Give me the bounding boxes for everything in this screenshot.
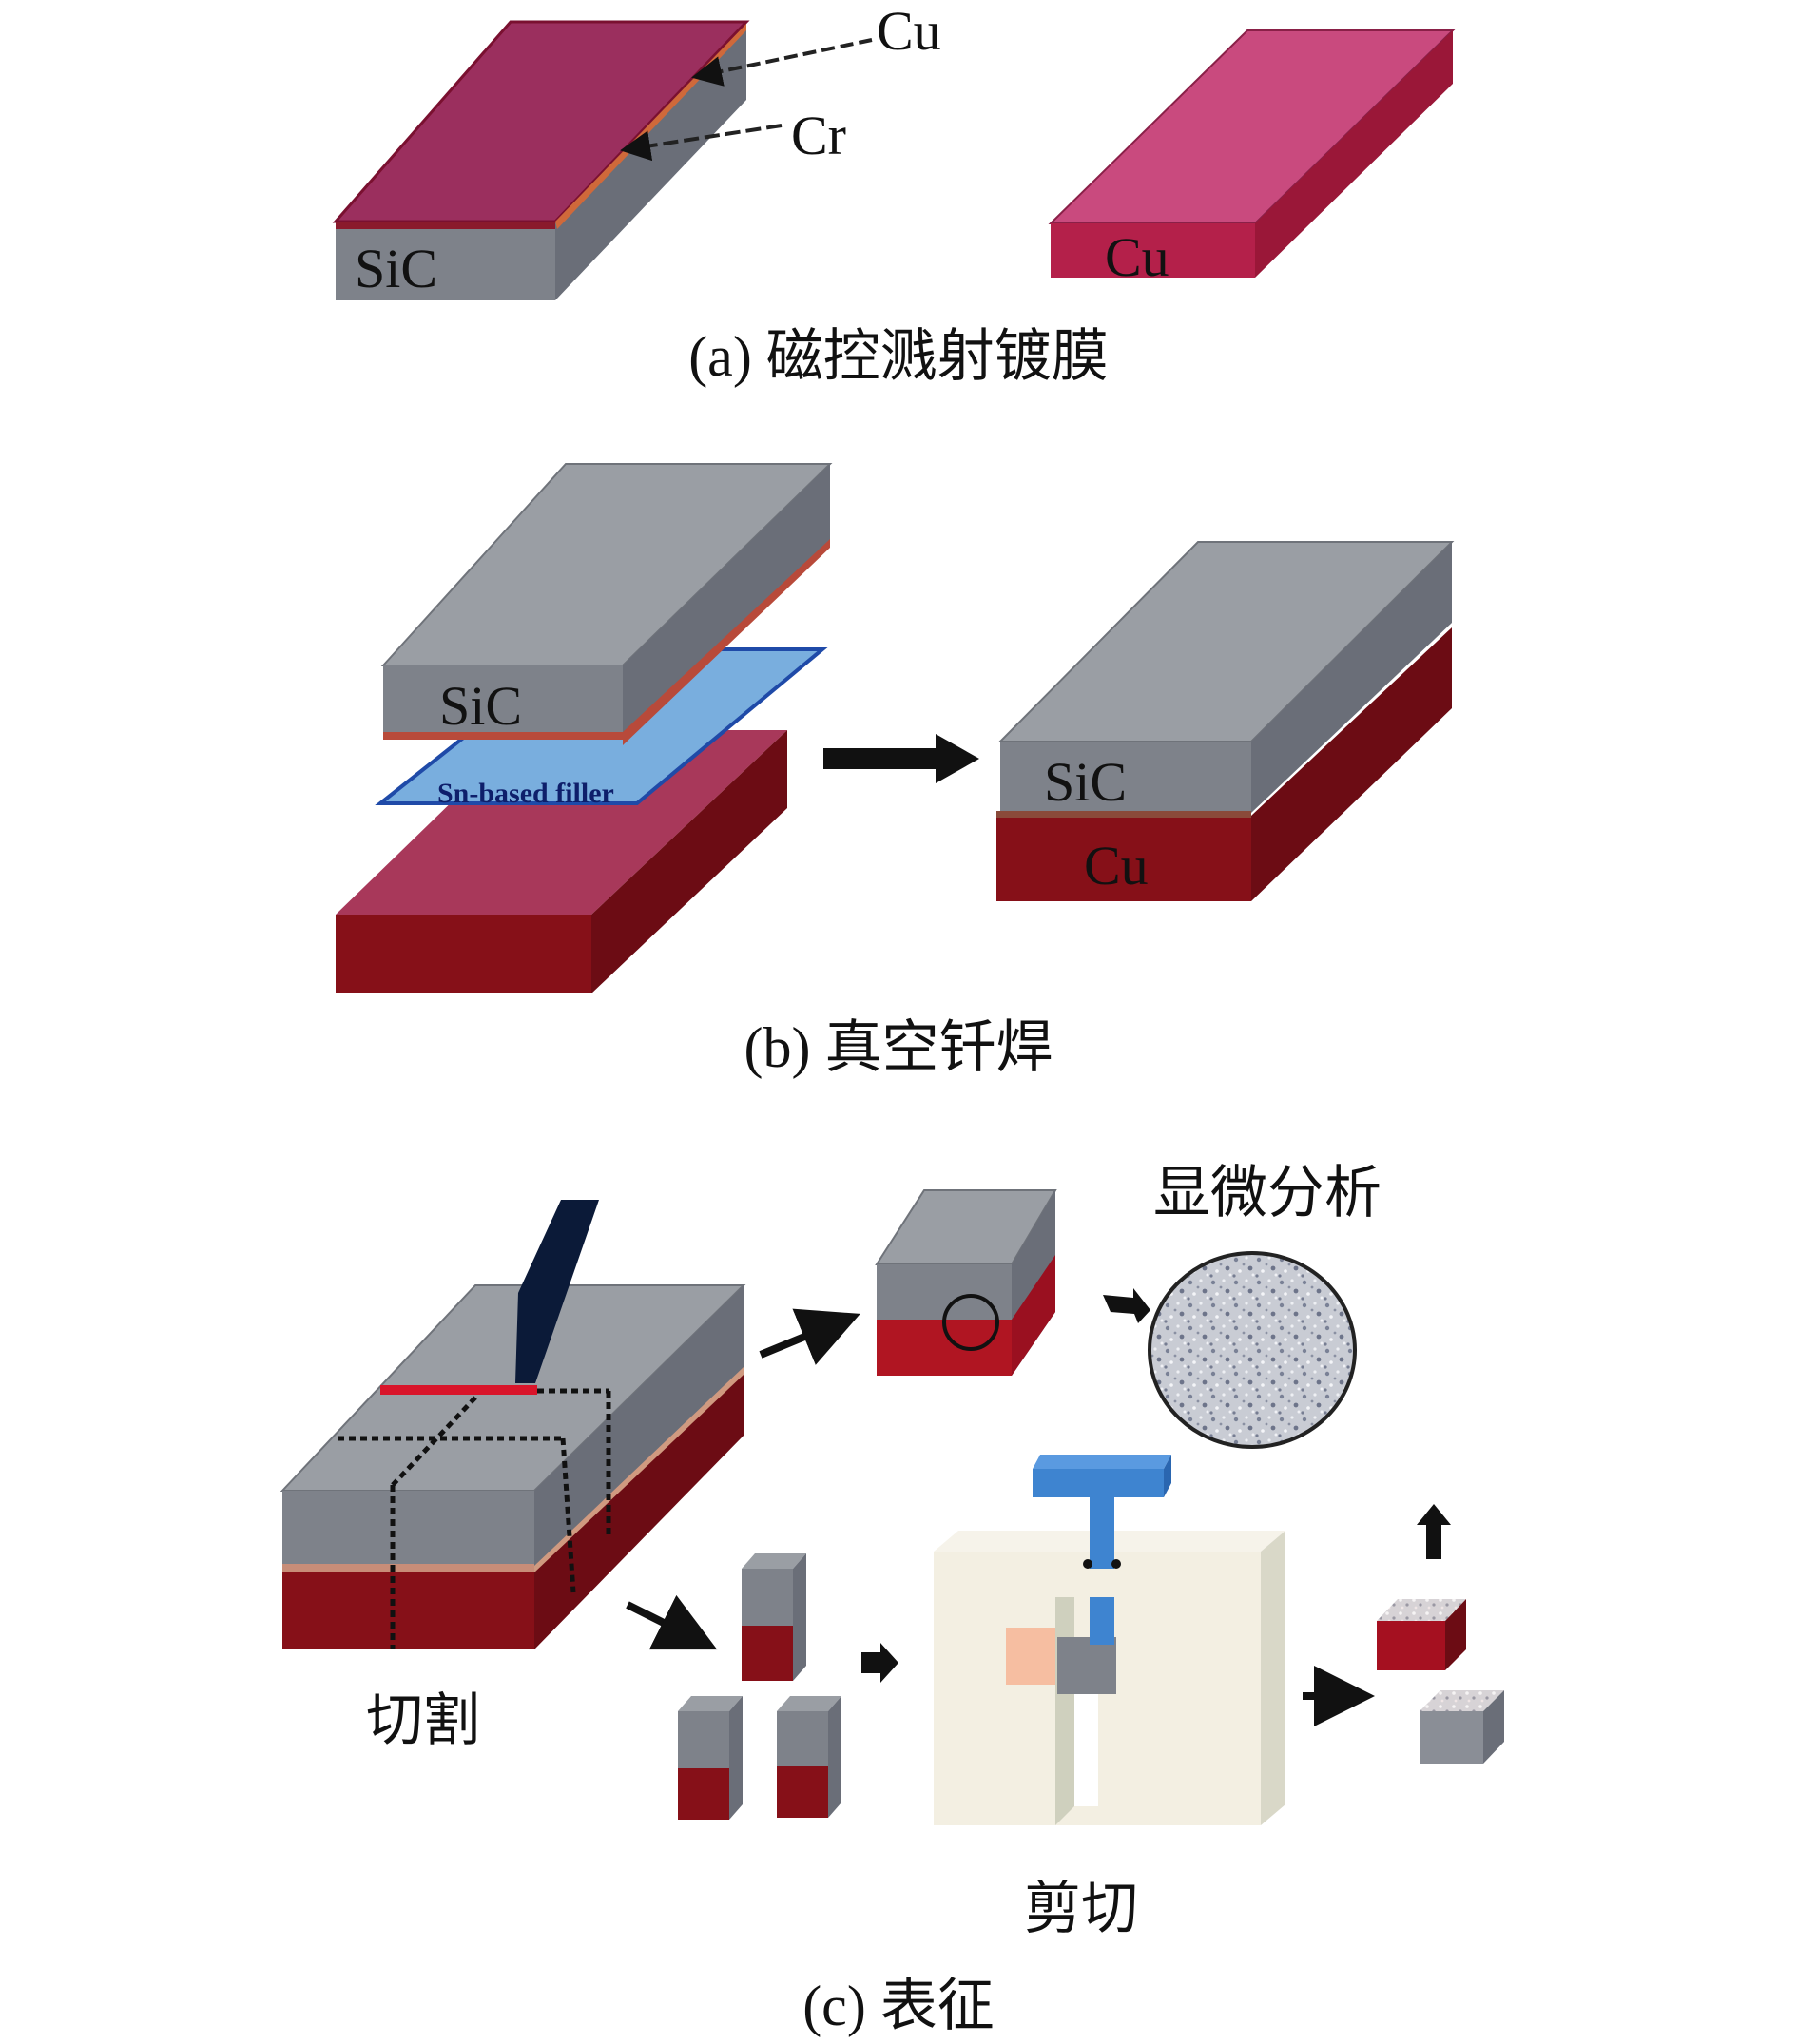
sic-upper-front <box>383 665 623 732</box>
cu-front-face <box>1051 223 1255 278</box>
micro-sample-block <box>875 1189 1057 1376</box>
fixture-slot <box>1074 1673 1098 1806</box>
sic-label-b2: SiC <box>1044 751 1127 813</box>
micrograph-image <box>1148 1251 1357 1449</box>
cu-base-top <box>336 730 787 915</box>
caption-b: (b) 真空钎焊 <box>744 1016 1053 1079</box>
cu-base-block <box>336 730 787 993</box>
cut-line <box>380 1385 537 1395</box>
filler-label: Sn-based filler <box>437 778 614 809</box>
cut-sample-1 <box>742 1553 806 1681</box>
cut-block-side-cu <box>534 1374 744 1649</box>
cut-guides <box>338 1388 611 1649</box>
step-cut-label: 切割 <box>366 1689 480 1752</box>
arrow-up-to-micrograph[interactable] <box>1417 1504 1451 1559</box>
punch-shaft-lower <box>1090 1597 1114 1645</box>
shear-punch <box>1033 1455 1171 1645</box>
panel-a: SiC Cu Cr Cu (a) 磁控溅射镀膜 <box>332 0 1456 388</box>
sic-label-a: SiC <box>355 238 437 299</box>
punch-shaft <box>1090 1497 1114 1569</box>
cu-side-face <box>1255 30 1453 278</box>
arrow-to-micrograph[interactable] <box>1103 1288 1150 1323</box>
micro-front-sic <box>877 1264 1012 1320</box>
cut-sample-3 <box>777 1696 841 1818</box>
cutting-block <box>280 1200 746 1649</box>
cut-block-front-sic <box>282 1491 534 1565</box>
fracture-sample-cu <box>1377 1599 1466 1670</box>
joined-interlayer <box>996 811 1251 819</box>
step-shear-label: 剪切 <box>1024 1878 1138 1940</box>
fracture-sample-sic <box>1420 1690 1504 1764</box>
process-arrow-b[interactable] <box>823 734 979 783</box>
caption-a: (a) 磁控溅射镀膜 <box>688 325 1109 388</box>
sic-label-b1: SiC <box>439 675 522 737</box>
panel-c: 显微分析 <box>280 1162 1504 2037</box>
cutting-blade-icon <box>515 1200 599 1383</box>
cu-base-side <box>591 730 787 993</box>
step-micro-label: 显微分析 <box>1153 1162 1382 1224</box>
joined-block: SiC Cu <box>996 541 1455 901</box>
fixture-side <box>1261 1531 1285 1825</box>
shear-fixture <box>934 1531 1285 1825</box>
joined-side-cu <box>1251 627 1452 901</box>
specimen-grey <box>1057 1637 1116 1694</box>
copper-block: Cu <box>1048 29 1456 288</box>
sic-upper-side <box>623 464 830 739</box>
cu-label-b: Cu <box>1084 835 1149 897</box>
coated-sic-block: SiC <box>332 20 750 300</box>
arrow-to-shear-samples[interactable] <box>626 1594 718 1650</box>
joined-side-sic <box>1251 542 1452 813</box>
cut-block-interlayer <box>282 1564 534 1572</box>
joined-front-sic <box>1000 742 1251 813</box>
cu-callout-label: Cu <box>877 0 941 62</box>
observation-circle-icon <box>942 1294 999 1351</box>
punch-head-top <box>1033 1455 1171 1469</box>
cr-callout-label: Cr <box>791 105 846 166</box>
cr-callout-line <box>620 124 783 162</box>
panel-b: Sn-based filler SiC SiC Cu (b) 真空钎焊 <box>336 463 1455 1079</box>
cr-layer-front <box>383 732 623 740</box>
cut-block-front-cu <box>282 1572 534 1649</box>
joined-front-cu <box>996 818 1251 901</box>
cut-sample-2 <box>678 1696 743 1820</box>
arrow-to-micro-sample[interactable] <box>759 1308 860 1365</box>
cu-coating-front <box>336 222 555 229</box>
arrow-to-shear-fixture[interactable] <box>861 1643 898 1683</box>
cu-label-a: Cu <box>1105 226 1169 288</box>
punch-head <box>1033 1469 1164 1497</box>
micro-side-cu <box>1012 1255 1055 1376</box>
cut-block-cu-edge <box>534 1367 744 1572</box>
sic-side-face <box>555 24 746 300</box>
sic-upper-block: SiC <box>380 463 833 745</box>
specimen-pink <box>1006 1628 1055 1685</box>
fixture-slot-wall <box>1055 1597 1074 1825</box>
caption-c: (c) 表征 <box>802 1975 995 2037</box>
sic-front-face <box>336 229 555 300</box>
cu-callout-line-2 <box>691 38 873 87</box>
cr-layer-edge <box>623 539 830 745</box>
cu-base-front <box>336 915 591 993</box>
cut-block-side-sic <box>534 1285 744 1567</box>
